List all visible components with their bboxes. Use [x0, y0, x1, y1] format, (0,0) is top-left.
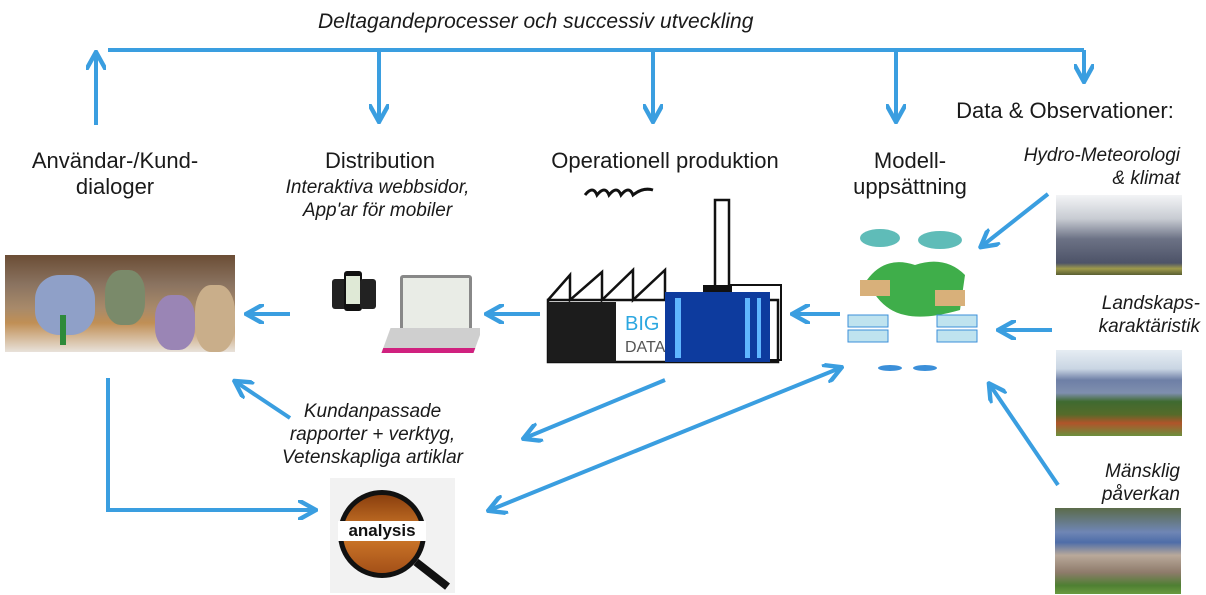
arrow-production-to-reports — [525, 378, 666, 438]
distribution-subtitle: Interaktiva webbsidor, App'ar för mobile… — [250, 176, 505, 222]
phones-laptop-illustration — [330, 265, 480, 360]
model-title-line1: Modell- — [873, 148, 947, 173]
human-label-line1: Mänsklig — [1105, 461, 1180, 482]
users-title-line2: dialoger — [75, 174, 155, 199]
reports-label-line2: rapporter + verktyg, — [289, 424, 456, 445]
production-title: Operationell produktion — [551, 148, 779, 173]
cloud-icon — [918, 231, 962, 249]
arrow-model-reports-bidirectional — [490, 368, 840, 510]
distribution-subtitle-line2: App'ar för mobiler — [302, 200, 453, 221]
human-label-line2: påverkan — [1101, 484, 1180, 505]
landscape-label: Landskaps- karaktäristik — [1000, 292, 1200, 338]
reports-label-line3: Vetenskapliga artiklar — [282, 447, 463, 468]
hydrological-model-illustration — [847, 229, 978, 371]
phone-icon — [360, 279, 376, 309]
laptop-icon — [400, 275, 472, 331]
distribution-subtitle-line1: Interaktiva webbsidor, — [285, 177, 470, 198]
analysis-magnifier: analysis — [330, 478, 455, 593]
arrow-meteo-to-model — [982, 192, 1050, 246]
reports-label-line1: Kundanpassade — [303, 401, 442, 422]
meteo-label-line2: & klimat — [1112, 168, 1180, 189]
arrow-human-to-model — [990, 385, 1060, 487]
storm-clouds-photo — [1056, 195, 1182, 275]
landscape-label-line2: karaktäristik — [1098, 316, 1200, 337]
reports-label: Kundanpassade rapporter + verktyg, Veten… — [240, 400, 505, 469]
meeting-photo — [5, 255, 235, 352]
phone-icon — [344, 271, 362, 311]
factory-bigdata-illustration: BIG DATA — [546, 187, 782, 364]
users-title-line1: Användar-/Kund- — [31, 148, 199, 173]
distribution-title: Distribution — [324, 148, 436, 173]
users-title: Användar-/Kund- dialoger — [10, 148, 220, 200]
meteo-label-line1: Hydro-Meteorologi — [1023, 145, 1180, 166]
bigdata-text-data: DATA — [625, 339, 666, 356]
human-label: Mänsklig påverkan — [1000, 460, 1180, 506]
diagram-title: Deltagandeprocesser och successiv utveck… — [318, 10, 754, 33]
magnifier-text: analysis — [338, 521, 426, 541]
model-title-line2: uppsättning — [853, 174, 967, 199]
data-title: Data & Observationer: — [956, 98, 1174, 123]
landscape-label-line1: Landskaps- — [1101, 293, 1200, 314]
meteo-label: Hydro-Meteorologi & klimat — [980, 144, 1180, 190]
cloud-icon — [860, 229, 900, 247]
arrow-users-to-reports — [106, 378, 314, 510]
dam-photo — [1055, 508, 1181, 594]
model-title: Modell- uppsättning — [840, 148, 980, 200]
bigdata-text-big: BIG — [625, 313, 659, 335]
arrow-reports-to-users — [236, 382, 292, 420]
landscape-photo — [1056, 350, 1182, 436]
